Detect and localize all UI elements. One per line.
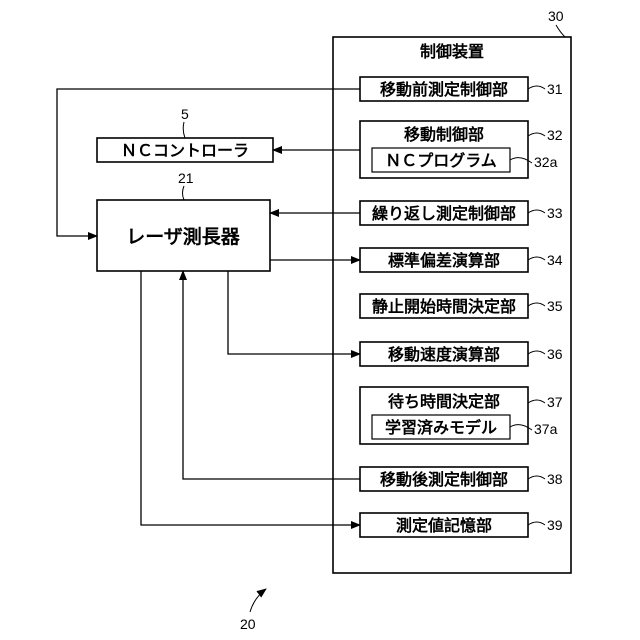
unit-label-38: 移動後測定制御部 xyxy=(380,470,508,489)
laser-device-label: レーザ測長器 xyxy=(126,225,241,248)
unit-ref-36: 36 xyxy=(547,346,563,362)
unit-ref-38: 38 xyxy=(547,471,563,487)
unit-ref-34: 34 xyxy=(547,252,563,268)
unit-label-39: 測定値記憶部 xyxy=(396,516,492,535)
laser-device-leader xyxy=(183,186,185,200)
control-device-ref: 30 xyxy=(548,8,564,24)
nc-controller-ref: 5 xyxy=(181,106,189,122)
unit-label-32: 移動制御部 xyxy=(404,125,484,144)
sub-label-32a: ＮＣプログラム xyxy=(385,151,497,170)
unit-label-33: 繰り返し測定制御部 xyxy=(372,204,516,223)
sub-ref-32a: 32a xyxy=(534,154,558,170)
unit-label-36: 移動速度演算部 xyxy=(388,345,500,364)
nc-controller-label: ＮＣコントローラ xyxy=(121,141,249,160)
unit-label-34: 標準偏差演算部 xyxy=(388,251,500,270)
line-laser-to-39 xyxy=(141,271,360,525)
sub-ref-37a: 37a xyxy=(534,421,558,437)
system-ref-arrow xyxy=(250,589,266,612)
unit-ref-31: 31 xyxy=(547,81,563,97)
unit-ref-39: 39 xyxy=(547,517,563,533)
unit-ref-35: 35 xyxy=(547,298,563,314)
unit-ref-33: 33 xyxy=(547,205,563,221)
sub-label-37a: 学習済みモデル xyxy=(385,418,497,437)
unit-label-35: 静止開始時間決定部 xyxy=(372,297,516,316)
system-ref: 20 xyxy=(240,616,256,632)
control-device-leader xyxy=(556,25,565,37)
control-device-title: 制御装置 xyxy=(420,42,484,61)
unit-ref-37: 37 xyxy=(547,394,563,410)
unit-label-37: 待ち時間決定部 xyxy=(388,392,500,411)
laser-device-ref: 21 xyxy=(178,170,194,186)
unit-ref-32: 32 xyxy=(547,127,563,143)
nc-controller-leader xyxy=(183,122,185,138)
unit-label-31: 移動前測定制御部 xyxy=(380,80,508,99)
